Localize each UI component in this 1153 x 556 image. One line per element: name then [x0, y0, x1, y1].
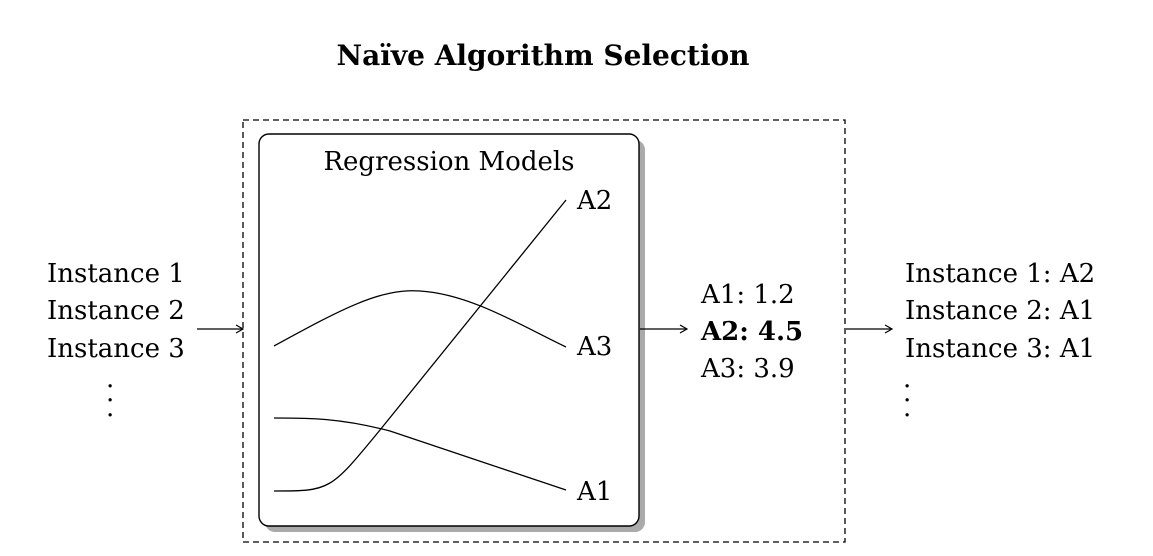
input-instance-1: Instance 1 — [47, 259, 185, 289]
model-box — [258, 133, 640, 527]
curve-label-a3: A3 — [577, 332, 613, 362]
score-a3: A3: 3.9 — [701, 354, 795, 384]
curve-label-a2: A2 — [577, 186, 613, 216]
output-instance-3: Instance 3: A1 — [905, 334, 1096, 364]
input-more-ellipsis: ... — [106, 364, 115, 423]
curve-label-a1: A1 — [577, 477, 613, 507]
arrow-input-to-model — [197, 324, 245, 334]
score-a1: A1: 1.2 — [701, 280, 795, 310]
curve-a1 — [273, 417, 567, 491]
output-instance-2: Instance 2: A1 — [905, 296, 1096, 326]
output-instance-1: Instance 1: A2 — [905, 259, 1096, 289]
curve-a2 — [273, 199, 567, 492]
outer-dashed-frame — [242, 119, 846, 543]
arrow-scores-to-output — [846, 324, 894, 334]
model-box-title: Regression Models — [323, 147, 575, 177]
input-instance-3: Instance 3 — [47, 334, 185, 364]
input-instance-2: Instance 2 — [47, 296, 185, 326]
output-more-ellipsis: ... — [903, 364, 912, 423]
arrow-model-to-scores — [640, 324, 689, 334]
diagram-title: Naïve Algorithm Selection — [336, 39, 750, 72]
score-a2-best: A2: 4.5 — [701, 317, 804, 347]
curve-a3 — [273, 290, 567, 348]
